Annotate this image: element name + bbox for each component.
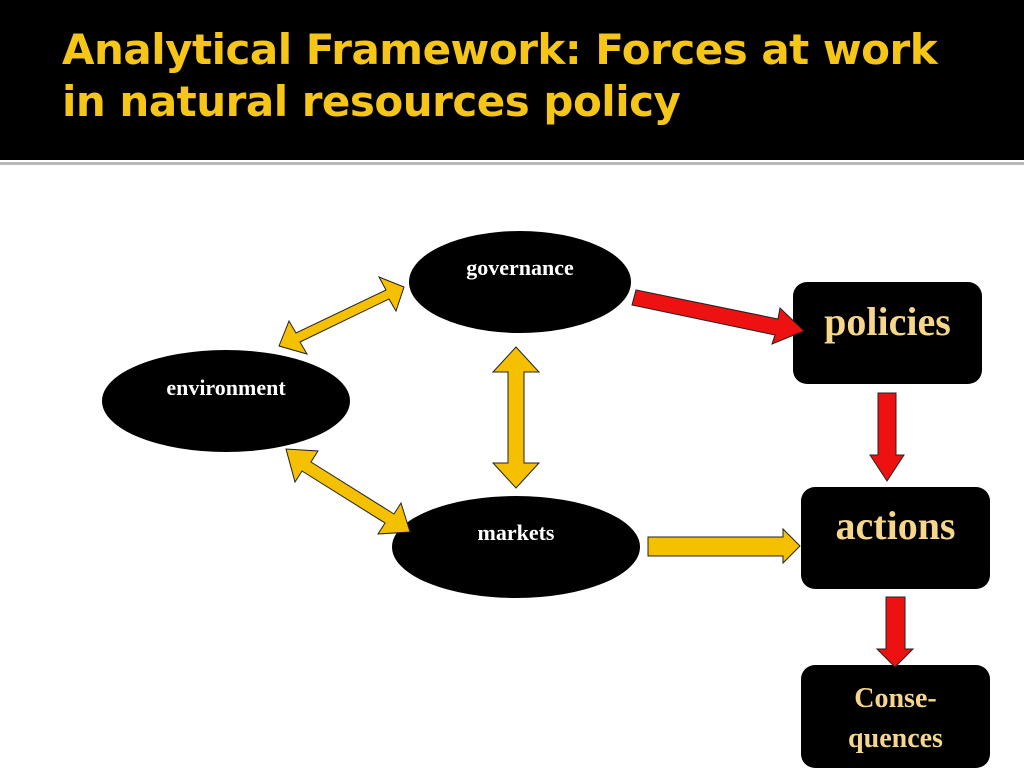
environment-governance-arrow [278,276,405,355]
markets-actions-arrow [647,527,801,565]
policies-node [793,282,982,384]
consequences-label-line2: quences [848,723,943,754]
environment-label: environment [166,375,286,400]
governance-markets-arrow [491,346,541,489]
title-divider [0,162,1024,165]
policies-actions-arrow [869,392,905,482]
governance-node [409,231,631,333]
consequences-label: Conse- quences [801,679,990,759]
markets-node [392,496,640,598]
actions-consequences-arrow [875,596,915,668]
environment-markets-arrow [285,448,411,535]
slide-title: Analytical Framework: Forces at work in … [62,25,938,126]
governance-label: governance [466,255,574,280]
consequences-label-line1: Conse- [854,683,937,714]
governance-policies-arrow [631,289,805,345]
actions-node [801,487,990,589]
environment-node [102,350,350,452]
policies-label: policies [824,299,951,344]
consequences-node [801,665,990,768]
markets-label: markets [477,520,555,545]
title-bar: Analytical Framework: Forces at work in … [0,0,1024,160]
actions-label: actions [835,503,956,548]
